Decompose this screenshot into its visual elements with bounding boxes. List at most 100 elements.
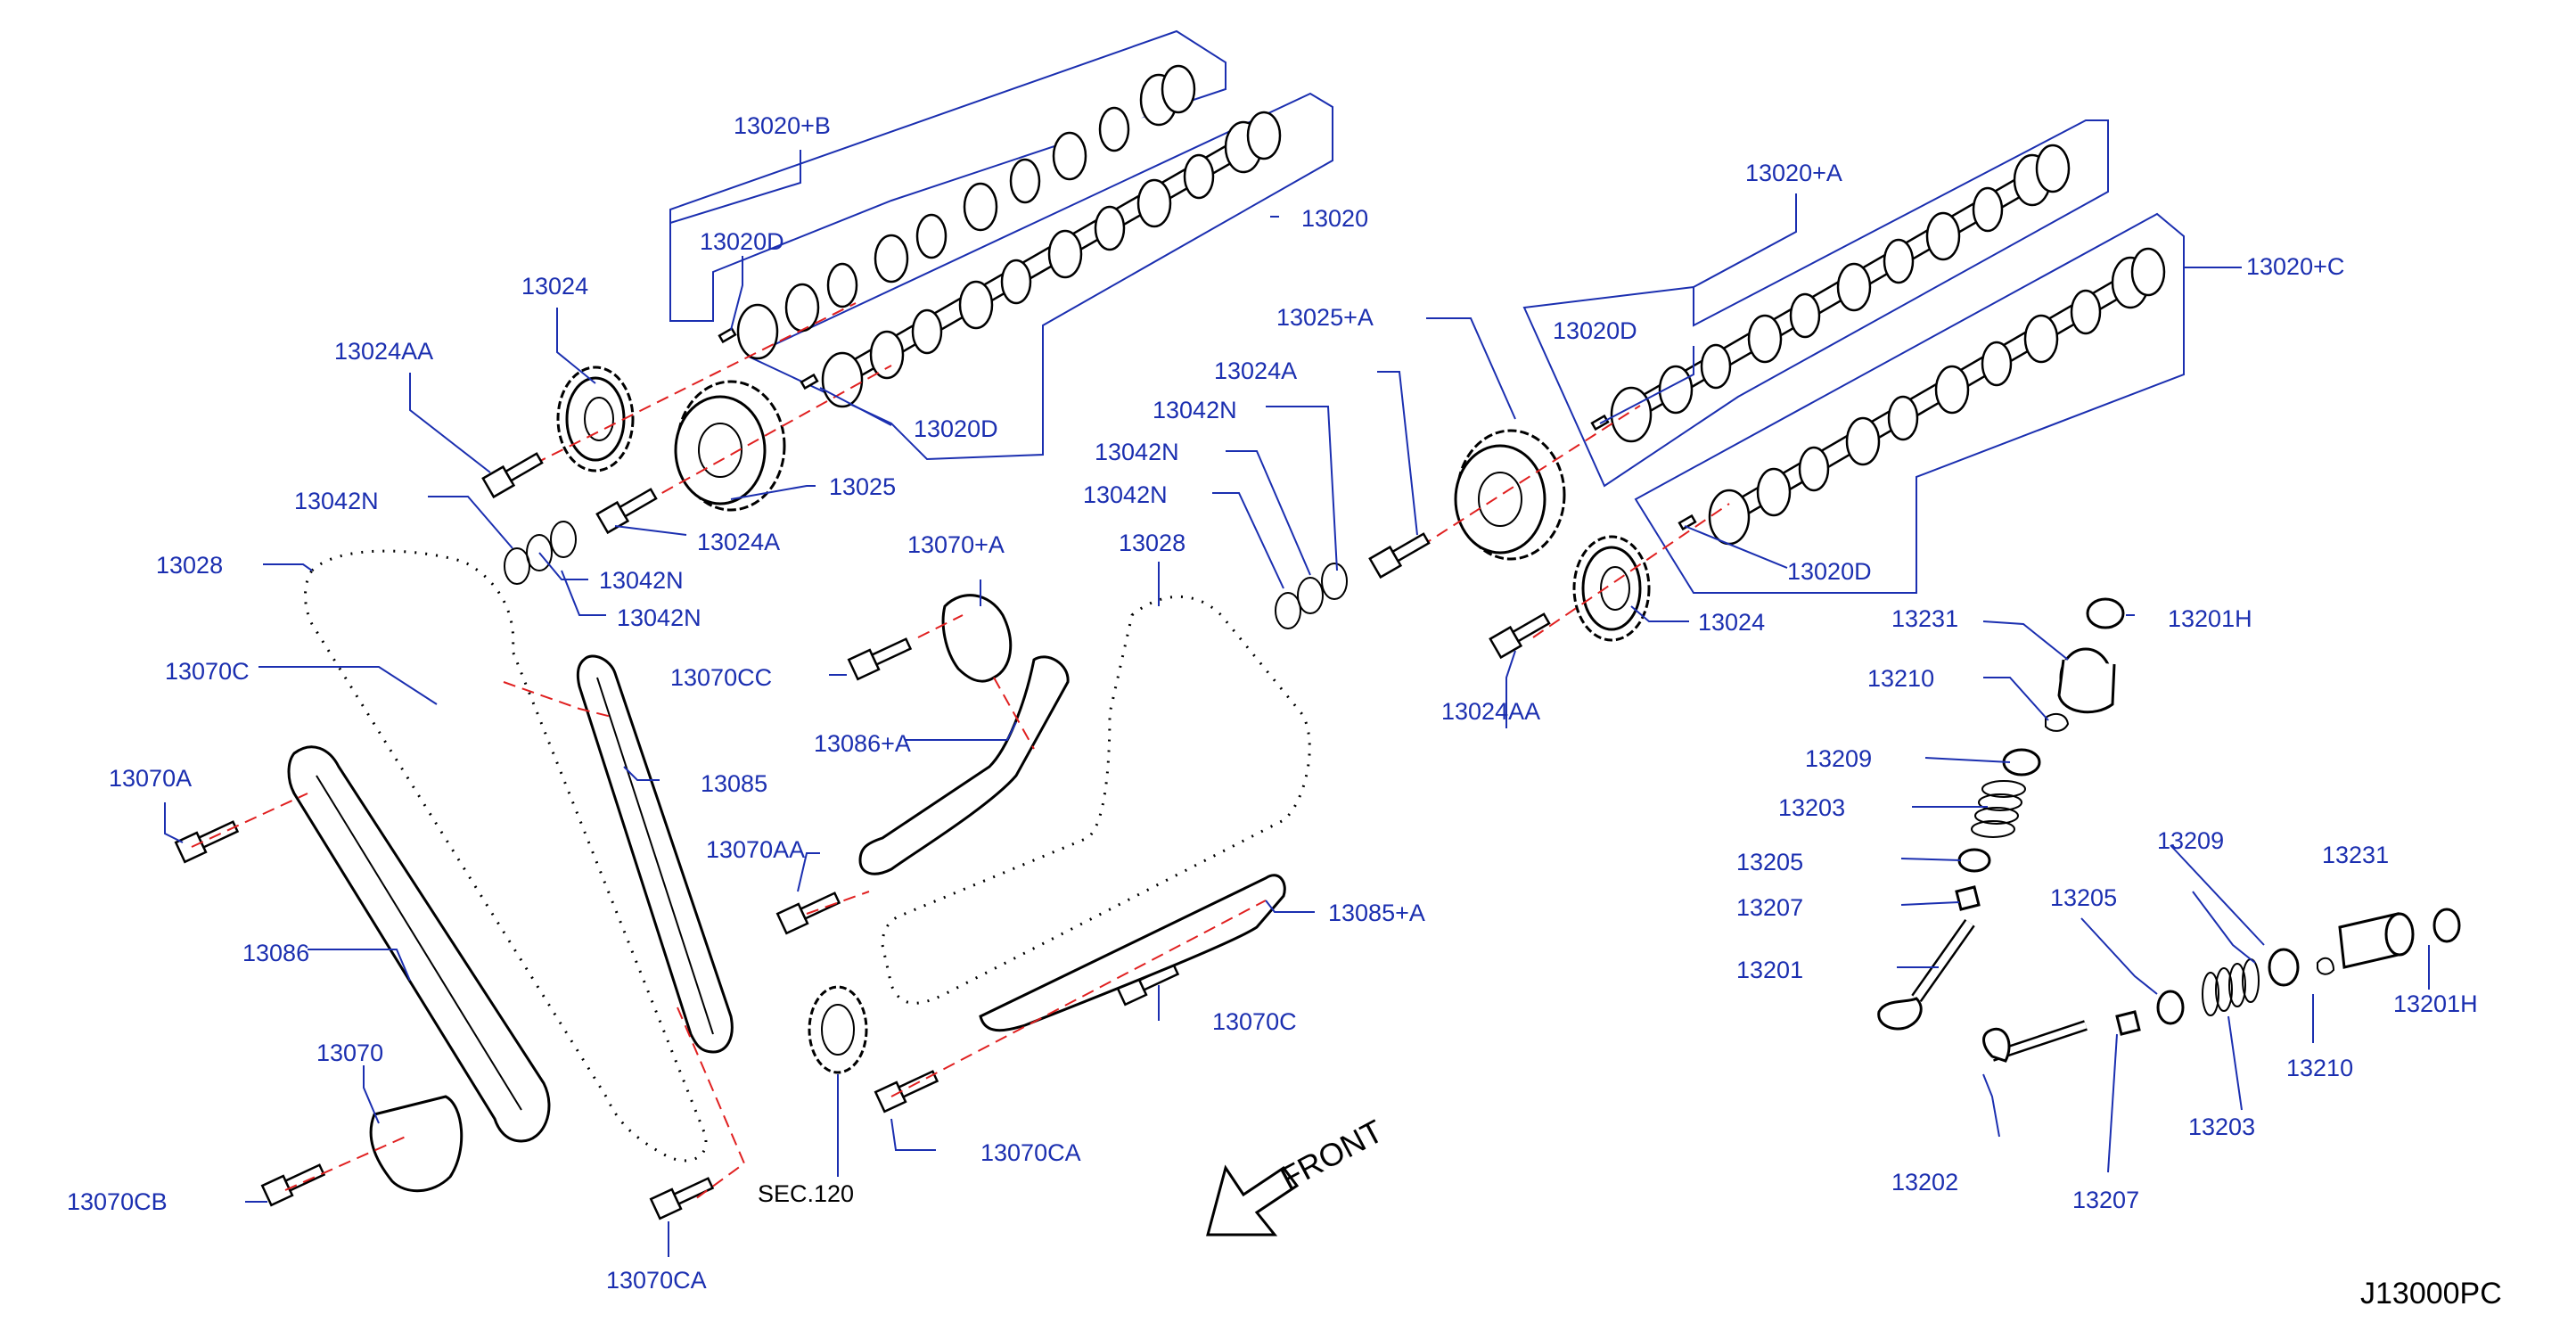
center-line-chain-6: [890, 900, 1267, 1097]
center-line-chain-8: [917, 614, 964, 638]
label-13205-upper: 13205: [1736, 849, 1803, 875]
label-13070cb: 13070CB: [67, 1188, 168, 1215]
center-line-chain-1: [503, 681, 616, 719]
center-line-left-cam: [498, 302, 857, 482]
spring-upper: [1971, 780, 2026, 838]
valve-lifter-lower: [2338, 912, 2415, 969]
valve-lifter-upper: [2057, 647, 2116, 714]
center-line-chain-5: [993, 677, 1035, 750]
front-label: FRONT: [1275, 1113, 1390, 1196]
label-13020d-4: 13020D: [1787, 558, 1872, 585]
center-line-chain-7: [806, 891, 870, 915]
label-13020d-3: 13020D: [1553, 317, 1637, 344]
label-13210-lower: 13210: [2286, 1055, 2353, 1081]
chain-guide-right: [979, 874, 1286, 1032]
label-13042n-l3: 13042N: [617, 604, 701, 631]
cam-sprocket-left: [556, 366, 635, 472]
timing-chain-right-links: [881, 595, 1311, 1005]
exhaust-valve: [1982, 1020, 2088, 1063]
label-13070: 13070: [316, 1040, 383, 1066]
intake-valve: [1877, 918, 1975, 1031]
camshaft-13020-b: [736, 64, 1196, 360]
label-13205-lower: 13205: [2050, 884, 2117, 911]
label-13207-upper: 13207: [1736, 894, 1803, 921]
label-13024aa-left: 13024AA: [334, 338, 433, 365]
shim-upper: [2086, 597, 2125, 629]
center-line-right-cam: [1532, 503, 1730, 638]
label-13028-right: 13028: [1119, 530, 1185, 556]
spring-seat-upper: [1957, 848, 1991, 873]
label-13085-a: 13085+A: [1328, 900, 1425, 926]
label-13070a: 13070A: [109, 765, 192, 792]
label-13020-b: 13020+B: [734, 112, 831, 139]
label-13201h-upper: 13201H: [2168, 605, 2252, 632]
label-13020-c: 13020+C: [2246, 253, 2344, 280]
label-13042n-r3: 13042N: [1083, 481, 1168, 508]
label-13024aa-right: 13024AA: [1441, 698, 1540, 725]
cam-sprocket-right: [1572, 535, 1651, 642]
label-13207-lower: 13207: [2072, 1187, 2139, 1213]
label-13025-a: 13025+A: [1276, 304, 1374, 331]
collet-lower: [2317, 957, 2335, 975]
label-13020d-2: 13020D: [914, 415, 998, 442]
cam-c-group-outline: [1634, 212, 2185, 594]
label-13028-left: 13028: [156, 552, 223, 579]
timing-chain-left-inner: [300, 546, 710, 1165]
spring-lower: [2202, 958, 2260, 1016]
camshaft-13020: [821, 111, 1282, 408]
camshaft-13020-c: [1708, 247, 2166, 546]
chain-guide-left-inner: [596, 677, 714, 1035]
label-13070-a: 13070+A: [907, 531, 1005, 558]
washers: [504, 521, 1348, 629]
camshaft-13020-a: [1610, 144, 2071, 443]
label-13086-a: 13086+A: [814, 730, 911, 757]
leader-lines: [164, 150, 2430, 1257]
label-13203-upper: 13203: [1778, 794, 1845, 821]
label-13202: 13202: [1891, 1169, 1958, 1196]
label-13210-upper: 13210: [1867, 665, 1934, 692]
label-13209-upper: 13209: [1805, 745, 1872, 772]
label-13020d-1: 13020D: [700, 228, 784, 255]
label-13085: 13085: [701, 770, 767, 797]
label-13209-lower: 13209: [2157, 827, 2224, 854]
label-13025: 13025: [829, 473, 896, 500]
label-13201: 13201: [1736, 957, 1803, 983]
valve-seal-upper: [1955, 885, 1981, 911]
label-13042n-l1: 13042N: [294, 488, 379, 514]
label-13231-upper: 13231: [1891, 605, 1958, 632]
tensioner-right: [941, 594, 1013, 683]
label-13201h-lower: 13201H: [2393, 990, 2478, 1017]
valve-seal-lower: [2115, 1010, 2141, 1036]
cam-a-group-outline: [1522, 119, 2109, 488]
label-13024-right: 13024: [1698, 609, 1765, 636]
front-arrow: [1206, 1164, 1300, 1237]
diagram-code: J13000PC: [2360, 1277, 2502, 1311]
retainer-lower: [2268, 948, 2300, 987]
tensioner-left: [369, 1095, 464, 1193]
slack-guide-left-inner: [316, 775, 522, 1111]
label-13020-a: 13020+A: [1745, 160, 1842, 186]
cam-b-group-outline: [669, 29, 1226, 322]
center-line-left-vtc: [610, 365, 892, 522]
vtc-unit-left: [674, 380, 786, 512]
spring-seat-lower: [2156, 990, 2185, 1025]
bolts: [174, 452, 1551, 1220]
label-13042n-l2: 13042N: [599, 567, 684, 594]
label-13042n-r1: 13042N: [1153, 397, 1237, 423]
center-line-right-vtc: [1403, 405, 1641, 558]
dowel-pins: [718, 326, 1697, 531]
label-13024-left: 13024: [521, 273, 588, 300]
label-13024a-right: 13024A: [1214, 357, 1297, 384]
collet-upper: [2045, 712, 2070, 732]
label-13070cc: 13070CC: [670, 664, 772, 691]
label-13086: 13086: [242, 940, 309, 966]
label-13203-lower: 13203: [2188, 1113, 2255, 1140]
label-13070c-right: 13070C: [1212, 1008, 1297, 1035]
label-13070ca-left: 13070CA: [606, 1267, 707, 1294]
label-13070ca-right: 13070CA: [980, 1139, 1081, 1166]
label-13070c-left: 13070C: [165, 658, 250, 685]
vtc-unit-right: [1454, 429, 1566, 561]
cam-main-group-outline: [746, 92, 1333, 461]
label-13231-lower: 13231: [2322, 842, 2389, 868]
